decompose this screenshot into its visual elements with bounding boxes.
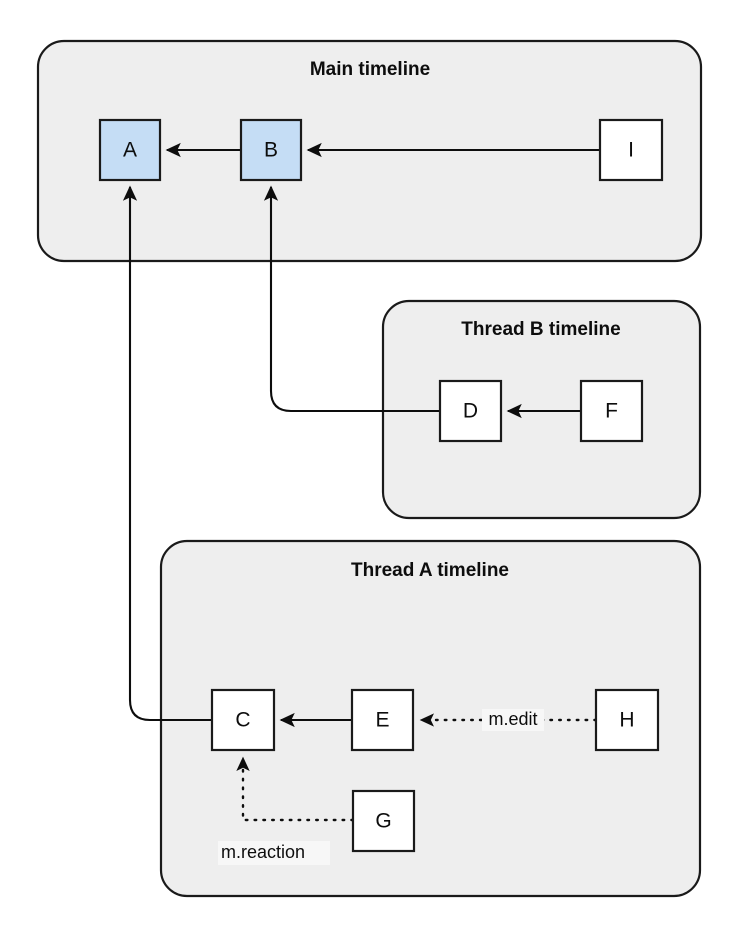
- node-box[interactable]: [594, 688, 660, 752]
- node-label: A: [123, 139, 137, 162]
- group-title: Thread B timeline: [461, 319, 620, 340]
- edge-d-to-b: [263, 185, 440, 413]
- group-container: [381, 299, 702, 520]
- node-box[interactable]: [239, 118, 303, 182]
- node-label: B: [264, 139, 278, 162]
- node-box[interactable]: [98, 118, 162, 182]
- node-box[interactable]: [351, 789, 416, 853]
- node-box[interactable]: [598, 118, 664, 182]
- edge-g-to-c: [236, 756, 355, 822]
- edge-label-text: m.reaction: [221, 842, 305, 862]
- edge-c-to-a: [122, 185, 212, 722]
- event-node-C[interactable]: C: [210, 688, 276, 752]
- event-node-G[interactable]: G: [351, 789, 416, 853]
- edge-label-background: [482, 709, 544, 731]
- event-node-E[interactable]: E: [350, 688, 415, 752]
- node-label: C: [235, 709, 250, 732]
- edge-label-text: m.edit: [488, 709, 537, 729]
- edge-labels: m.edit m.reaction: [218, 709, 544, 865]
- event-node-A[interactable]: A: [98, 118, 162, 182]
- event-nodes: A B I D F C E H G: [98, 118, 664, 853]
- node-box[interactable]: [210, 688, 276, 752]
- node-label: I: [628, 139, 634, 162]
- node-label: G: [375, 810, 391, 833]
- timeline-group-thread_b: Thread B timeline: [381, 299, 702, 520]
- group-title: Thread A timeline: [351, 560, 509, 581]
- event-node-F[interactable]: F: [579, 379, 644, 443]
- node-box[interactable]: [579, 379, 644, 443]
- edge-label-background: [218, 841, 330, 865]
- node-label: H: [619, 709, 634, 732]
- node-label: D: [463, 400, 478, 423]
- node-label: E: [375, 709, 389, 732]
- event-node-B[interactable]: B: [239, 118, 303, 182]
- event-node-D[interactable]: D: [438, 379, 503, 443]
- event-node-I[interactable]: I: [598, 118, 664, 182]
- group-title: Main timeline: [310, 59, 430, 80]
- node-box[interactable]: [438, 379, 503, 443]
- node-box[interactable]: [350, 688, 415, 752]
- event-node-H[interactable]: H: [594, 688, 660, 752]
- edge-label-g-to-c: m.reaction: [218, 841, 330, 865]
- edge-label-h-to-e: m.edit: [482, 709, 544, 731]
- node-label: F: [605, 400, 618, 423]
